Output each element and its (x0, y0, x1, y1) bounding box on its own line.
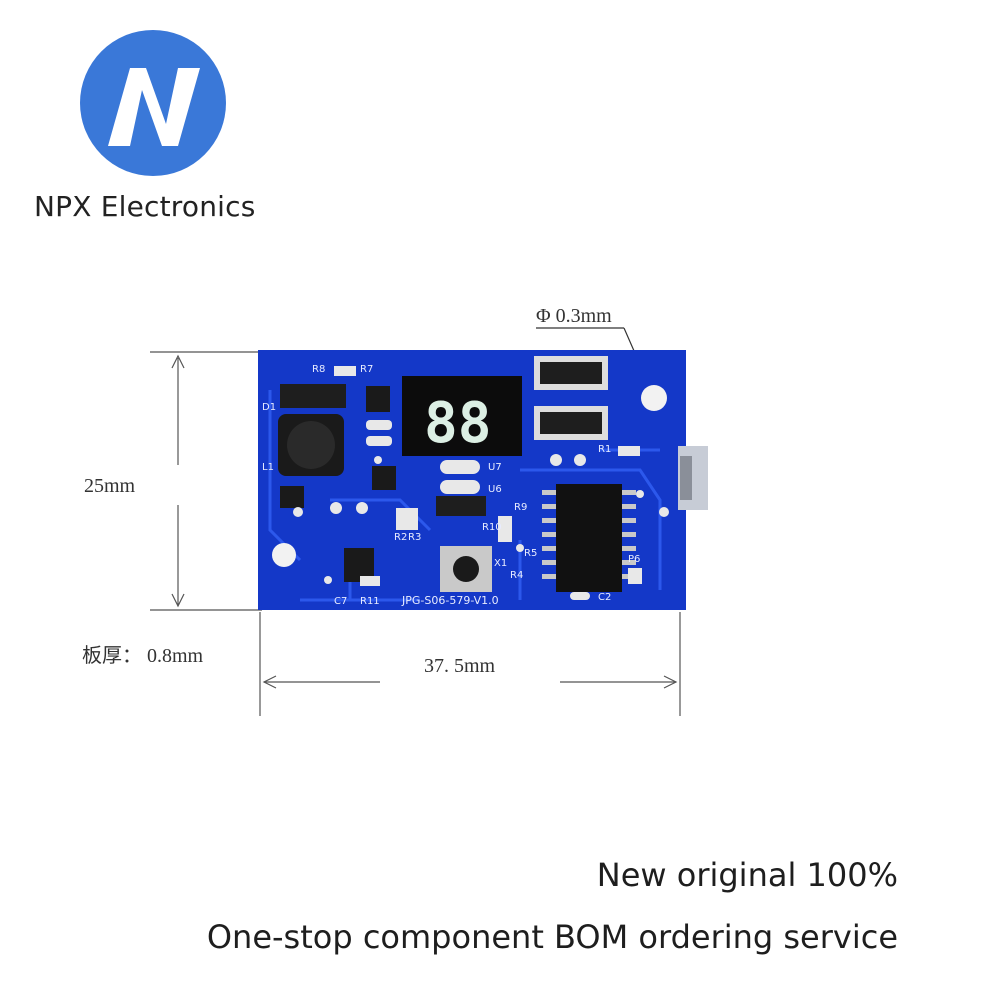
silk-r7: R7 (360, 364, 373, 375)
silk-p6: P6 (628, 554, 640, 565)
brand-logo (80, 30, 226, 176)
silk-r5: R5 (524, 548, 537, 559)
silk-c2: C2 (598, 592, 611, 603)
tagline-original: New original 100% (596, 856, 898, 894)
silk-l1: L1 (262, 462, 274, 473)
silk-r4: R4 (510, 570, 523, 581)
silk-r1: R1 (598, 444, 611, 455)
thickness-label: 板厚： 0.8mm (82, 644, 204, 667)
silk-u6: U6 (488, 484, 502, 495)
width-label: 37. 5mm (424, 655, 496, 677)
brand-name: NPX Electronics (34, 190, 256, 223)
diode-d1 (280, 384, 346, 408)
silk-u7: U7 (488, 462, 502, 473)
height-label: 25mm (84, 475, 136, 497)
silk-r9: R9 (514, 502, 527, 513)
silk-r2: R2 (394, 532, 407, 543)
display-digits: 88 (424, 391, 491, 456)
height-dimension (150, 351, 262, 611)
ic-chip (556, 484, 622, 592)
mounting-hole (641, 385, 667, 411)
silk-c7: C7 (334, 596, 347, 607)
mounting-hole-2 (272, 543, 296, 567)
logo-n-mark (108, 68, 200, 146)
tagline-bom-service: One-stop component BOM ordering service (206, 918, 898, 956)
hole-label: Φ 0.3mm (536, 305, 612, 327)
width-dimension (259, 612, 681, 716)
silk-version: JPG-S06-579-V1.0 (401, 594, 499, 607)
silk-r8: R8 (312, 364, 325, 375)
silk-d1: D1 (262, 402, 276, 413)
pcb-board: 88 (258, 350, 708, 610)
silk-r10: R10 (482, 522, 502, 533)
resistor-block (436, 496, 486, 516)
silk-r3: R3 (408, 532, 421, 543)
silk-r11: R11 (360, 596, 380, 607)
silk-x1: X1 (494, 558, 507, 569)
seven-segment-display (402, 376, 522, 456)
